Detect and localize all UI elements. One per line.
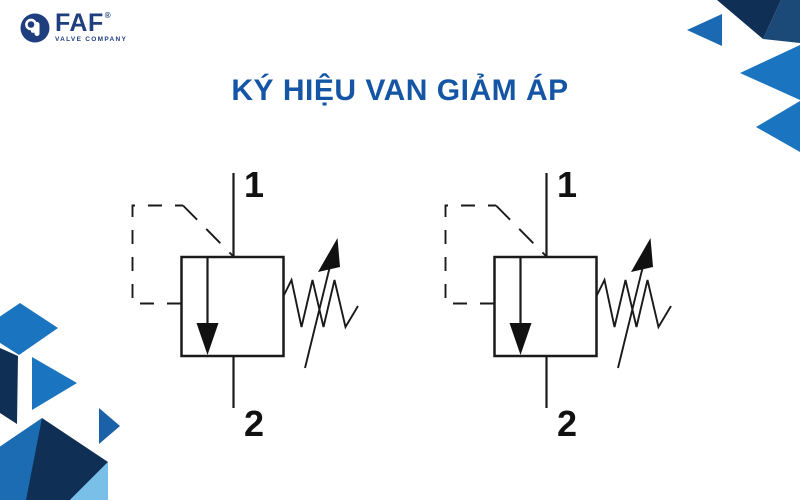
triangle-right-point-icon [32, 357, 77, 410]
triangle-left-point-icon [687, 14, 722, 46]
triangle-small-right-point-icon [99, 408, 120, 444]
port-label-2-right: 2 [557, 403, 578, 444]
cube-light-face-icon [70, 462, 108, 500]
cube-face-dark-icon [717, 0, 781, 39]
page-title: KÝ HIỆU VAN GIẢM ÁP [231, 74, 569, 107]
port-label-1-right: 1 [557, 164, 578, 205]
logo-brand-text: FAF [55, 9, 104, 37]
triangle-right-edge-upper-icon [740, 45, 800, 100]
rhombus-icon [0, 303, 58, 355]
triangle-right-edge-lower-icon [756, 101, 800, 152]
faf-logo: FAF ® VALVE COMPANY [20, 9, 128, 43]
pressure-reducing-valve-symbol-left [131, 171, 360, 410]
registered-trademark-icon: ® [104, 11, 111, 20]
cube-top-face-icon [26, 418, 108, 500]
decor-top-right [687, 0, 800, 152]
logo-tagline-text: VALVE COMPANY [55, 35, 128, 43]
port-label-1-left: 1 [244, 164, 265, 205]
port-label-2-left: 2 [244, 403, 265, 444]
decor-bottom-left [0, 303, 120, 500]
pressure-reducing-valve-symbol-right [444, 171, 673, 410]
cube-side-strip-icon [0, 348, 18, 424]
cube-face-facet-icon [763, 0, 800, 43]
faf-logo-valve-icon [20, 13, 50, 43]
